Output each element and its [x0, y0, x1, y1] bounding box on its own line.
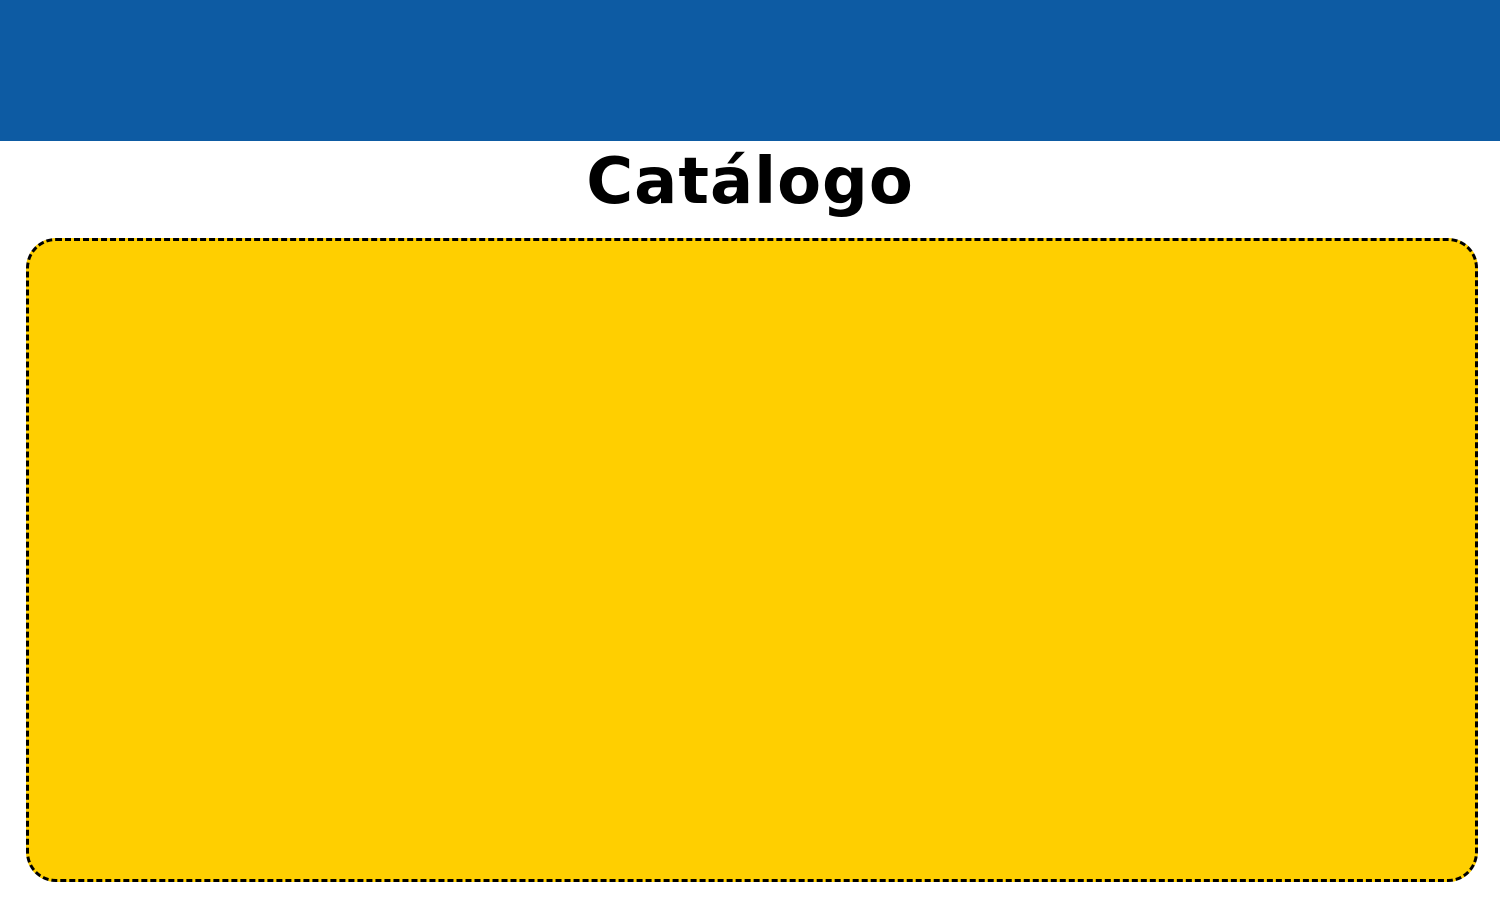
top-banner	[0, 0, 1500, 141]
page-title: Catálogo	[586, 145, 914, 219]
catalog-panel	[26, 238, 1478, 882]
